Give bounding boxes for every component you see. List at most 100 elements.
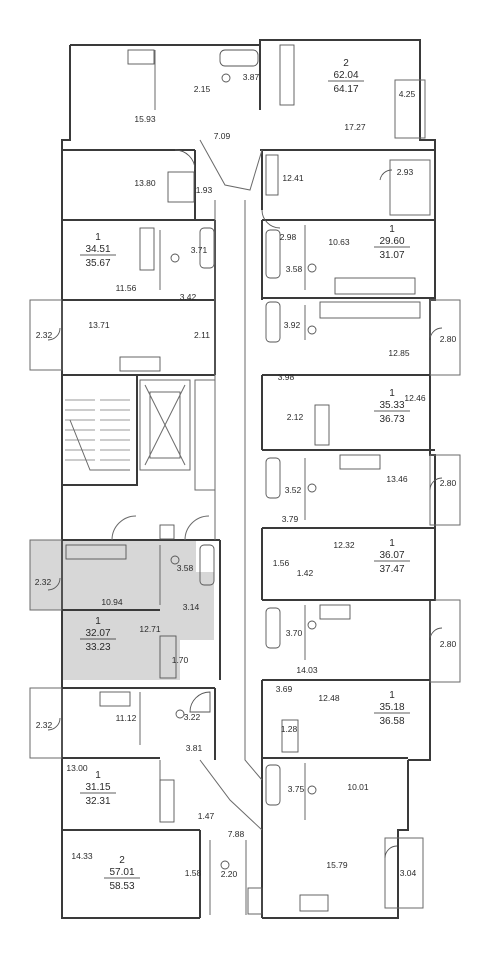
apartment-rooms: 2 — [119, 855, 125, 866]
apartment-apt-c[interactable]: 134.51 35.67 — [80, 232, 116, 269]
room-area: 13.71 — [88, 320, 110, 330]
apartment-rooms: 1 — [95, 770, 101, 781]
room-area: 2.12 — [287, 412, 304, 422]
wardrobes — [139, 44, 330, 823]
room-area: 12.41 — [282, 173, 304, 183]
room-area: 3.92 — [284, 320, 301, 330]
apartment-apt-e[interactable]: 136.07 37.47 — [374, 538, 410, 575]
room-area: 15.79 — [326, 860, 348, 870]
room-area: 3.87 — [243, 72, 260, 82]
apartment-living-area: 36.07 — [379, 550, 404, 561]
room-area: 1.42 — [297, 568, 314, 578]
partitions — [62, 45, 435, 918]
apartment-apt-d[interactable]: 135.33 36.73 — [374, 388, 410, 425]
room-area: 3.42 — [180, 292, 197, 302]
room-area: 2.32 — [36, 720, 53, 730]
room-area: 13.46 — [386, 474, 408, 484]
room-area: 3.14 — [183, 602, 200, 612]
room-area: 3.22 — [184, 712, 201, 722]
apartment-living-area: 57.01 — [109, 867, 134, 878]
room-area: 2.15 — [194, 84, 211, 94]
room-area: 3.69 — [276, 684, 293, 694]
apartment-rooms: 1 — [389, 690, 395, 701]
room-area: 13.00 — [66, 763, 88, 773]
room-area: 2.80 — [440, 639, 457, 649]
room-area: 7.88 — [228, 829, 245, 839]
room-area: 3.75 — [288, 784, 305, 794]
apartment-total-area: 36.73 — [379, 414, 404, 425]
apartment-living-area: 34.51 — [85, 244, 110, 255]
apartment-apt-g[interactable]: 135.18 36.58 — [374, 690, 410, 727]
room-area: 2.32 — [36, 330, 53, 340]
apartment-total-area: 31.07 — [379, 250, 404, 261]
exterior-walls — [61, 39, 436, 919]
room-area: 2.20 — [221, 869, 238, 879]
room-area: 11.56 — [116, 283, 137, 293]
apartment-living-area: 32.07 — [85, 628, 110, 639]
apartment-total-area: 37.47 — [379, 564, 404, 575]
apartment-living-area: 62.04 — [333, 70, 358, 81]
corridor — [199, 139, 263, 831]
room-area: 2.80 — [440, 478, 457, 488]
doors — [47, 149, 443, 859]
room-area: 3.58 — [286, 264, 303, 274]
room-area: 7.09 — [214, 131, 231, 141]
bathroom-fixtures — [170, 49, 317, 870]
room-area: 12.85 — [388, 348, 410, 358]
room-area: 2.80 — [440, 334, 457, 344]
room-area: 10.94 — [101, 597, 123, 607]
apartment-total-area: 35.67 — [85, 258, 110, 269]
room-area: 1.56 — [273, 558, 290, 568]
room-area: 2.32 — [35, 577, 52, 587]
room-area: 12.48 — [318, 693, 340, 703]
apartment-living-area: 29.60 — [379, 236, 404, 247]
apartment-apt-f[interactable]: 132.07 33.23 — [80, 616, 116, 653]
apartment-apt-b[interactable]: 129.60 31.07 — [374, 224, 410, 261]
room-area: 14.03 — [296, 665, 318, 675]
room-area: 3.98 — [278, 372, 295, 382]
room-area: 3.04 — [400, 868, 417, 878]
apartment-rooms: 1 — [389, 388, 395, 399]
apartment-living-area: 35.18 — [379, 702, 404, 713]
room-area: 10.63 — [328, 237, 350, 247]
room-area: 12.71 — [139, 624, 161, 634]
room-area-labels: 3.87 2.15 15.93 7.09 4.25 17.27 13.80 1.93 12.41… — [35, 72, 457, 879]
room-area: 11.12 — [116, 713, 137, 723]
room-area: 1.28 — [281, 724, 298, 734]
room-area: 1.93 — [196, 185, 213, 195]
apartment-rooms: 2 — [343, 58, 349, 69]
apartment-total-area: 64.17 — [333, 84, 358, 95]
room-area: 15.93 — [134, 114, 156, 124]
room-area: 3.70 — [286, 628, 303, 638]
apartment-apt-a[interactable]: 262.04 64.17 — [328, 58, 364, 95]
room-area: 2.11 — [194, 330, 210, 340]
room-area: 4.25 — [399, 89, 416, 99]
apartment-apt-i[interactable]: 257.01 58.53 — [104, 855, 140, 892]
room-area: 13.80 — [134, 178, 156, 188]
apartment-rooms: 1 — [95, 232, 101, 243]
room-area: 3.71 — [191, 245, 208, 255]
apartment-living-area: 31.15 — [85, 782, 110, 793]
room-area: 10.01 — [347, 782, 369, 792]
apartment-total-area: 58.53 — [109, 881, 134, 892]
apartment-rooms: 1 — [389, 538, 395, 549]
room-area: 17.27 — [344, 122, 366, 132]
room-area: 1.70 — [172, 655, 189, 665]
room-area: 1.47 — [198, 811, 215, 821]
room-area: 3.58 — [177, 563, 194, 573]
room-area: 12.46 — [404, 393, 426, 403]
room-area: 12.32 — [333, 540, 355, 550]
apartment-rooms: 1 — [389, 224, 395, 235]
room-area: 2.98 — [280, 232, 297, 242]
apartment-labels: 262.0464.17129.6031.07134.5135.67135.333… — [80, 58, 410, 892]
room-area: 3.79 — [282, 514, 299, 524]
apartment-rooms: 1 — [95, 616, 101, 627]
apartment-apt-h[interactable]: 131.15 32.31 — [80, 770, 116, 807]
apartment-total-area: 33.23 — [85, 642, 110, 653]
apartment-total-area: 36.58 — [379, 716, 404, 727]
kitchen-fixtures — [65, 49, 421, 915]
apartment-total-area: 32.31 — [85, 796, 110, 807]
room-area: 14.33 — [71, 851, 93, 861]
apartment-living-area: 35.33 — [379, 400, 404, 411]
